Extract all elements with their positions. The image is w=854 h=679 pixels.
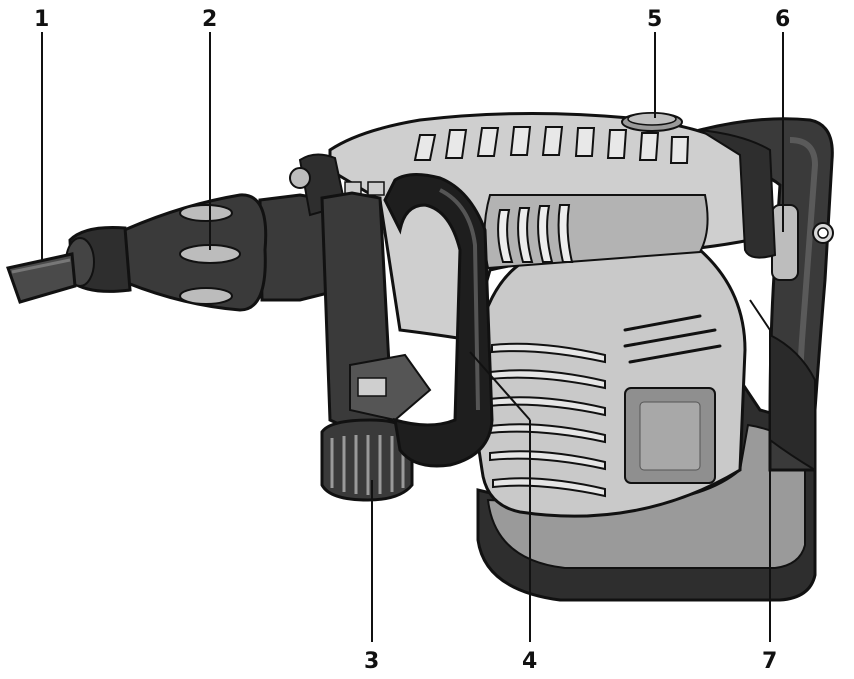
side-vent-slots: [623, 314, 722, 364]
mains-cable-guard: [769, 333, 816, 472]
sleeve-grip-ovals: [179, 204, 241, 305]
speed-control-dial-top: [627, 112, 677, 126]
auxiliary-handle-clamp-slot: [357, 377, 387, 397]
trigger-switch: [771, 204, 799, 281]
knob-ridges: [330, 435, 405, 495]
lock-button-inner: [817, 227, 829, 239]
front-cap: [699, 129, 777, 259]
callout-5: 5: [647, 7, 662, 32]
leader-line-4: [469, 351, 531, 421]
housing-vent-slots: [497, 204, 574, 263]
callout-7: 7: [762, 649, 777, 674]
collar-tab-2: [367, 181, 385, 196]
leader-line-7: [749, 299, 771, 331]
motor-cooling-ribs: [488, 342, 606, 498]
chisel-bit: [6, 252, 77, 304]
callout-2: 2: [202, 7, 217, 32]
chisel-highlight: [11, 258, 71, 274]
d-handle: [383, 173, 494, 468]
d-handle-highlight: [439, 188, 480, 411]
callout-1: 1: [34, 7, 49, 32]
gear-housing-ribs: [413, 126, 690, 164]
motor-side-panel-inner: [639, 401, 701, 471]
callout-3: 3: [364, 649, 379, 674]
callout-6: 6: [775, 7, 790, 32]
collar-knob: [289, 167, 311, 189]
callout-4: 4: [522, 649, 537, 674]
auxiliary-handle-clamp: [349, 353, 432, 422]
